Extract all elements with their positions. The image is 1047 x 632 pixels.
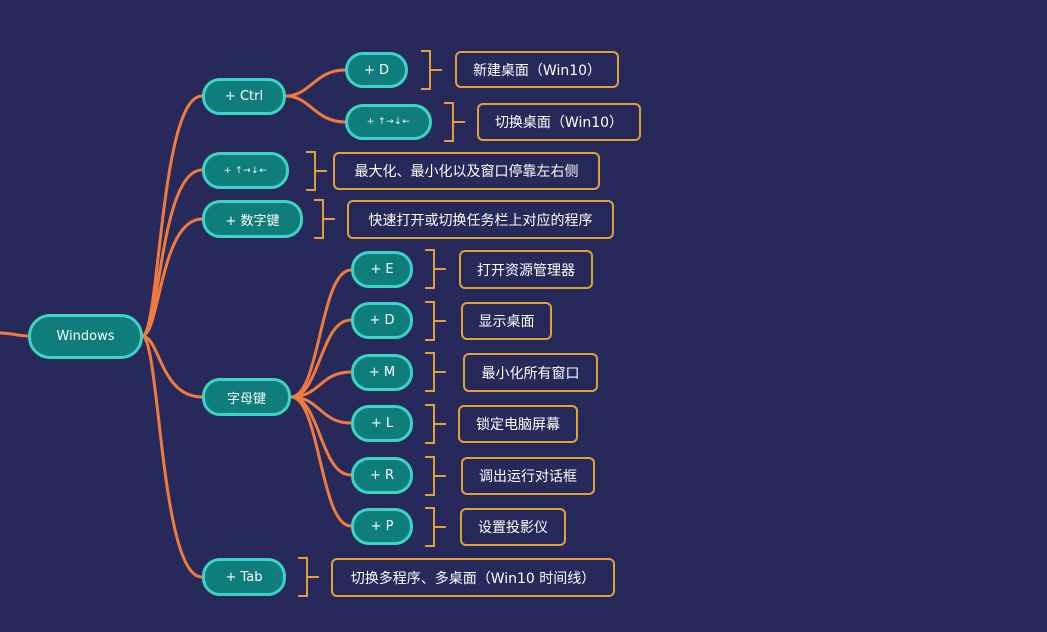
leaf-node-ctrl-arrows: + ↑→↓←	[345, 104, 432, 140]
bracket	[425, 404, 446, 444]
connector-line	[289, 395, 353, 528]
connector-line	[140, 334, 204, 579]
leaf-node-r: + R	[351, 457, 413, 494]
description-projector: 设置投影仪	[460, 508, 566, 546]
connector-line	[0, 331, 30, 338]
branch-node-arrows: + ↑→↓←	[202, 152, 289, 189]
branch-node-letter-keys: 字母键	[202, 378, 291, 416]
description-minimize-all: 最小化所有窗口	[463, 353, 598, 392]
description-file-explorer: 打开资源管理器	[459, 250, 593, 289]
connector-line	[140, 334, 204, 399]
description-new-desktop: 新建桌面（Win10）	[455, 51, 619, 88]
leaf-node-e: + E	[351, 251, 413, 288]
connector-line	[289, 268, 353, 399]
description-lock-screen: 锁定电脑屏幕	[458, 405, 578, 443]
bracket	[425, 352, 446, 392]
connector-line	[284, 94, 347, 124]
description-switch-desktop: 切换桌面（Win10）	[477, 103, 641, 141]
description-maximize-minimize-snap: 最大化、最小化以及窗口停靠左右侧	[333, 152, 600, 190]
description-run-dialog: 调出运行对话框	[461, 457, 595, 495]
leaf-node-ctrl-d: + D	[345, 52, 408, 88]
description-task-view: 切换多程序、多桌面（Win10 时间线）	[331, 558, 615, 597]
branch-node-tab: + Tab	[202, 558, 286, 596]
bracket	[421, 50, 442, 90]
bracket	[306, 151, 327, 191]
bracket	[425, 507, 446, 547]
leaf-node-d: + D	[351, 302, 413, 339]
bracket	[425, 456, 446, 496]
bracket	[298, 557, 319, 597]
description-show-desktop: 显示桌面	[461, 302, 552, 340]
branch-node-ctrl: + Ctrl	[202, 78, 286, 115]
leaf-node-m: + M	[351, 354, 413, 391]
bracket	[425, 301, 446, 341]
connector-line	[140, 217, 204, 338]
connector-line	[289, 318, 353, 399]
root-node-windows: Windows	[28, 314, 143, 359]
connector-line	[284, 68, 347, 98]
leaf-node-l: + L	[351, 405, 413, 442]
description-taskbar-programs: 快速打开或切换任务栏上对应的程序	[347, 200, 614, 239]
bracket	[314, 199, 335, 239]
bracket	[425, 249, 446, 289]
branch-node-number-keys: + 数字键	[202, 200, 303, 238]
leaf-node-p: + P	[351, 508, 413, 545]
bracket	[444, 102, 465, 142]
